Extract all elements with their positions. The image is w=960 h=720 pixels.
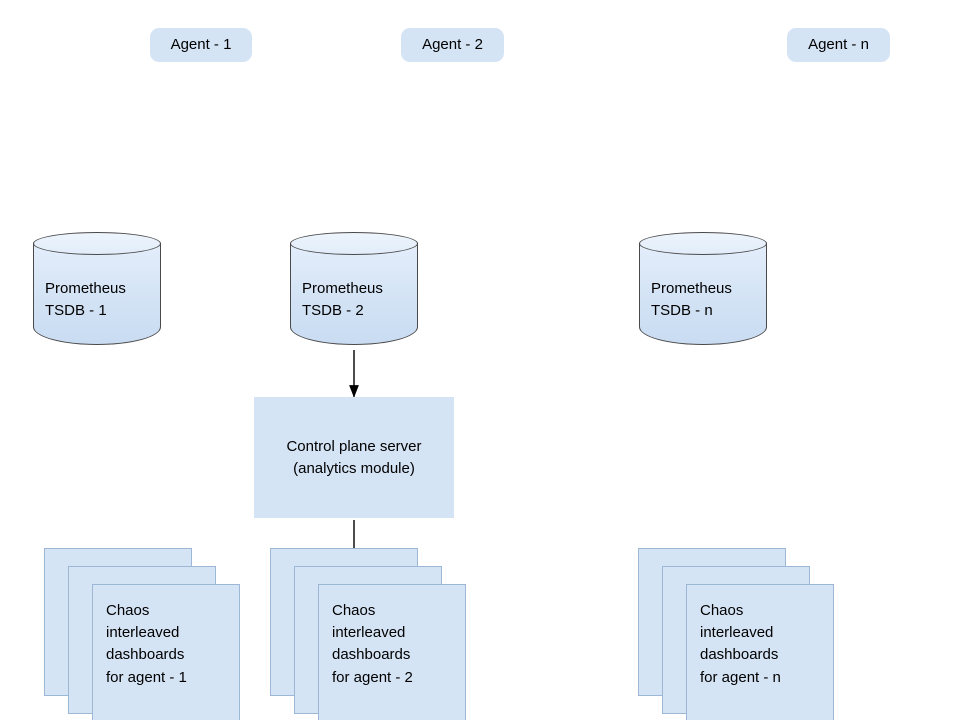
cylinder-top-ellipse [33,232,161,255]
stack-sheet-front [318,584,466,720]
dashboard-stack-agent-n[interactable]: Chaos interleaved dashboards for agent -… [638,548,838,720]
agent-node-1[interactable]: Agent - 1 [150,28,252,62]
database-label-tsdb-2: Prometheus TSDB - 2 [302,280,383,319]
dashboard-label-agent-n: Chaos interleaved dashboards for agent -… [700,602,781,686]
dashboard-stack-agent-1[interactable]: Chaos interleaved dashboards for agent -… [44,548,244,720]
dashboard-stack-agent-2[interactable]: Chaos interleaved dashboards for agent -… [270,548,470,720]
database-node-tsdb-2[interactable]: Prometheus TSDB - 2 [290,232,418,345]
cylinder-body [639,243,767,345]
cylinder-top-ellipse [290,232,418,255]
database-node-tsdb-1[interactable]: Prometheus TSDB - 1 [33,232,161,345]
agent-node-2[interactable]: Agent - 2 [401,28,504,62]
database-node-tsdb-n[interactable]: Prometheus TSDB - n [639,232,767,345]
database-label-tsdb-1: Prometheus TSDB - 1 [45,280,126,319]
database-label-tsdb-n: Prometheus TSDB - n [651,280,732,319]
control-plane-server-node[interactable]: Control plane server (analytics module) [254,397,454,518]
agent-node-n[interactable]: Agent - n [787,28,890,62]
cylinder-body [290,243,418,345]
cylinder-body [33,243,161,345]
cylinder-top-ellipse [639,232,767,255]
stack-sheet-front [92,584,240,720]
dashboard-label-agent-1: Chaos interleaved dashboards for agent -… [106,602,187,686]
dashboard-label-agent-2: Chaos interleaved dashboards for agent -… [332,602,413,686]
stack-sheet-front [686,584,834,720]
